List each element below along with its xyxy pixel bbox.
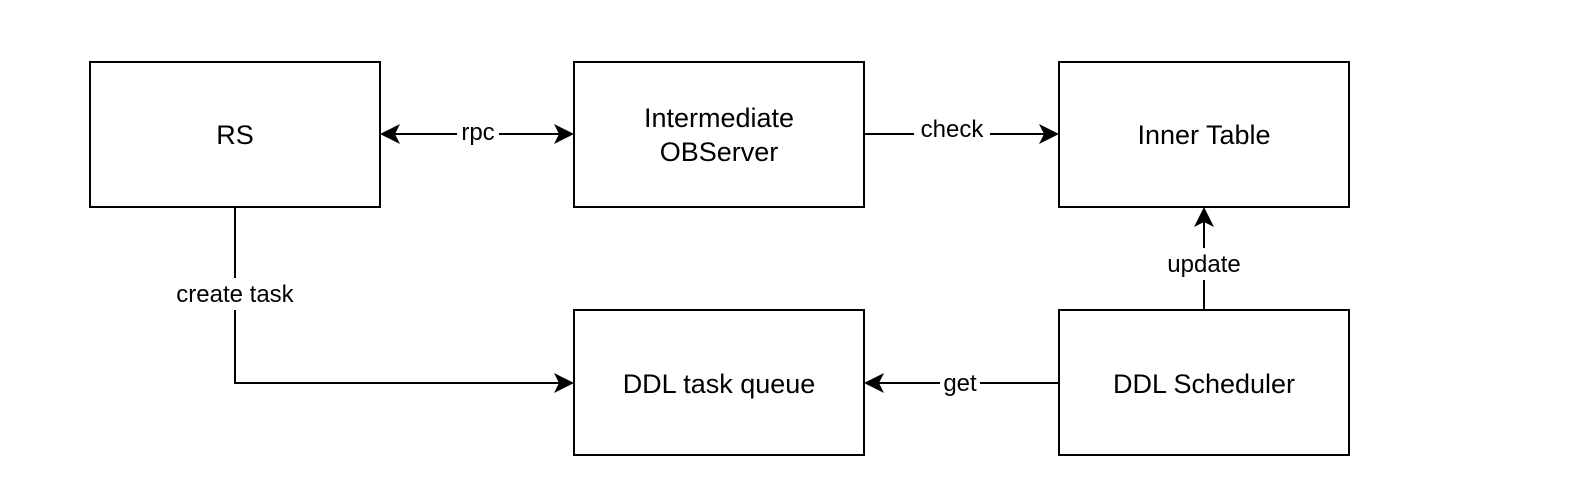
edge-update: update [1160, 207, 1248, 310]
create-task-label: create task [176, 281, 294, 308]
ddl-scheduler-box [1058, 309, 1350, 456]
edge-rpc: rpc [380, 118, 574, 146]
create-task-label-bg [160, 278, 310, 310]
get-label: get [943, 370, 977, 397]
create-task-line [234, 207, 562, 384]
rs-box [89, 61, 381, 208]
node-rs: RS [89, 61, 381, 208]
update-label: update [1167, 251, 1240, 278]
inner-table-label: Inner Table [1137, 120, 1270, 150]
node-ddl-scheduler: DDL Scheduler [1058, 309, 1350, 456]
rpc-label: rpc [461, 119, 494, 146]
edge-check: check [864, 116, 1059, 144]
intermediate-observer-box [573, 61, 865, 208]
check-arrowhead [1039, 124, 1059, 144]
rpc-arrowhead-left [380, 124, 400, 144]
check-label-bg [914, 116, 990, 144]
rs-label: RS [216, 120, 254, 150]
node-intermediate-observer: Intermediate OBServer [573, 61, 865, 208]
get-arrowhead [864, 373, 884, 393]
ddl-scheduler-label: DDL Scheduler [1113, 369, 1295, 399]
node-inner-table: Inner Table [1058, 61, 1350, 208]
node-ddl-task-queue: DDL task queue [573, 309, 865, 456]
intermediate-observer-label-line1: Intermediate [644, 103, 794, 133]
rpc-arrowhead-right [554, 124, 574, 144]
create-task-arrowhead [554, 373, 574, 393]
edge-get: get [864, 368, 1059, 398]
get-label-bg [940, 368, 980, 398]
edge-create-task: create task [160, 207, 574, 393]
update-arrowhead [1194, 207, 1214, 227]
ddl-task-queue-box [573, 309, 865, 456]
check-label: check [921, 116, 985, 143]
intermediate-observer-label-line2: OBServer [660, 137, 779, 167]
update-label-bg [1160, 248, 1248, 280]
ddl-task-queue-label: DDL task queue [623, 369, 816, 399]
rpc-label-bg [457, 118, 499, 146]
inner-table-box [1058, 61, 1350, 208]
